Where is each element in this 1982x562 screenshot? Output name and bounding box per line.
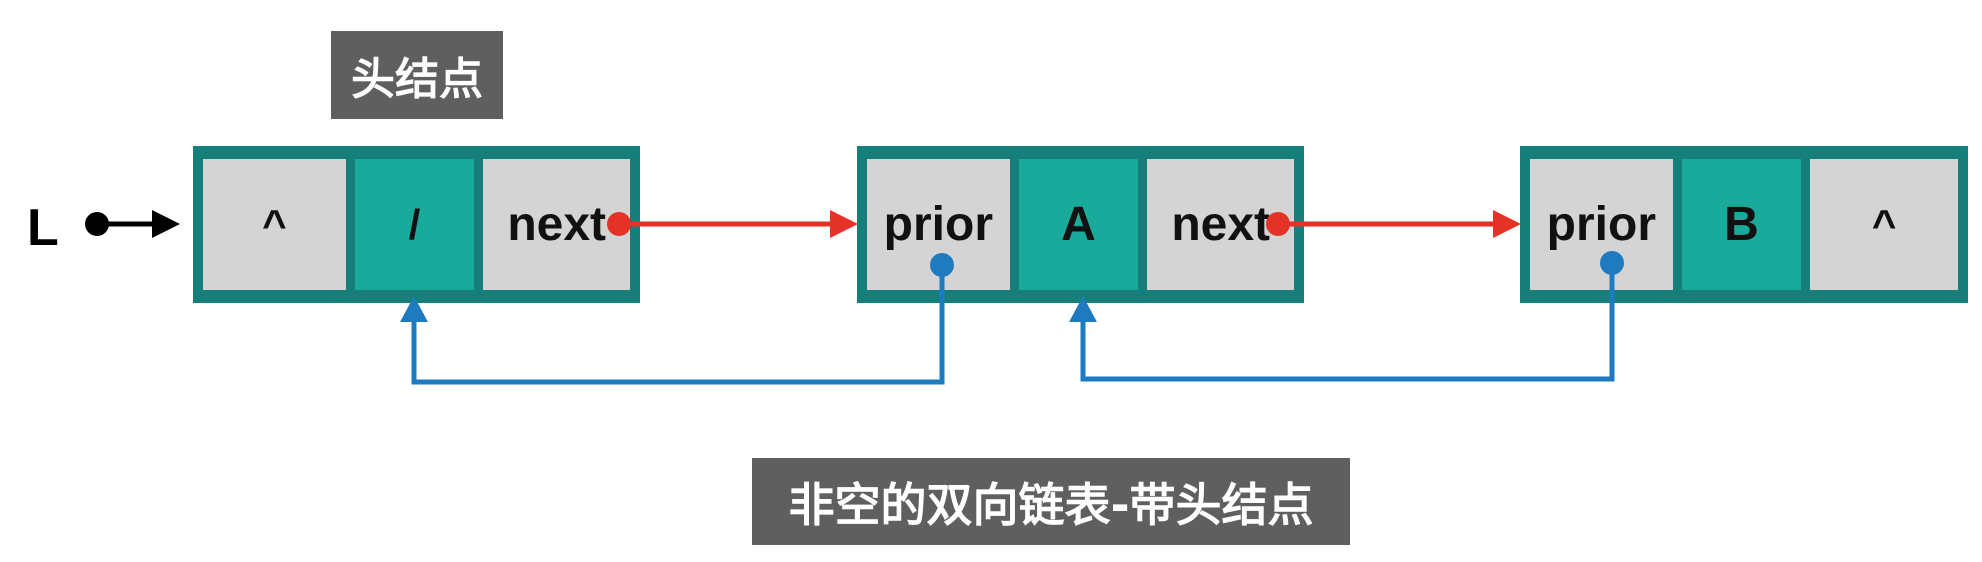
node-b: prior B ^ <box>1520 146 1968 303</box>
list-pointer-label: L <box>27 199 59 257</box>
head-node-label: 头结点 <box>331 31 503 119</box>
prior-arrow-a-to-head <box>400 253 954 385</box>
head-node-next-field: next <box>483 159 630 290</box>
prior-arrow-b-to-a <box>1069 251 1624 382</box>
head-node-prior-field: ^ <box>203 159 346 290</box>
diagram-caption: 非空的双向链表-带头结点 <box>752 458 1350 545</box>
head-node-data-field: / <box>354 159 475 290</box>
next-arrow-a-to-b <box>1266 210 1521 238</box>
node-b-data-field: B <box>1681 159 1802 290</box>
node-a-data-field: A <box>1018 159 1139 290</box>
list-pointer-arrow <box>85 210 180 238</box>
next-arrow-head-to-a <box>607 210 858 238</box>
node-b-next-field: ^ <box>1810 159 1958 290</box>
head-node: ^ / next <box>193 146 640 303</box>
node-b-prior-field: prior <box>1530 159 1673 290</box>
